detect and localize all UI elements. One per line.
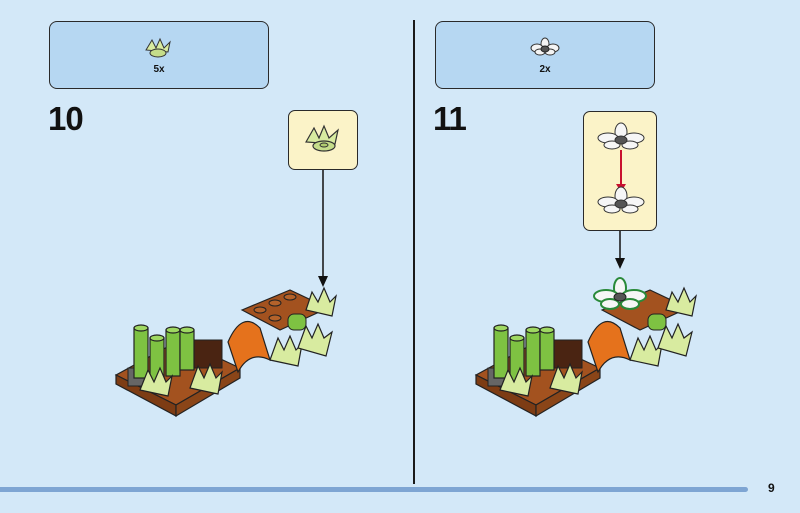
white-flower-icon (597, 186, 645, 214)
footer-bar (0, 487, 748, 492)
parts-quantity: 5x (153, 64, 165, 75)
step-number-10: 10 (48, 100, 84, 137)
model-illustration-step-10 (114, 286, 337, 418)
step-divider (413, 20, 415, 484)
white-flower-icon (597, 122, 645, 150)
lime-plant-leaf-icon (305, 124, 339, 152)
flower-stacking-diagram (597, 122, 645, 214)
white-flower-icon (530, 37, 560, 56)
lime-plant-leaf-icon (145, 37, 171, 58)
sub-assembly-callout-step-11 (583, 111, 657, 231)
step-number-11: 11 (433, 100, 467, 137)
model-illustration-step-11 (474, 277, 697, 418)
sub-assembly-callout-step-10 (288, 110, 358, 170)
parts-quantity: 2x (539, 64, 551, 75)
page-number: 9 (768, 481, 775, 495)
parts-list-box-step-10: 5x (49, 21, 269, 89)
parts-list-box-step-11: 2x (435, 21, 655, 89)
